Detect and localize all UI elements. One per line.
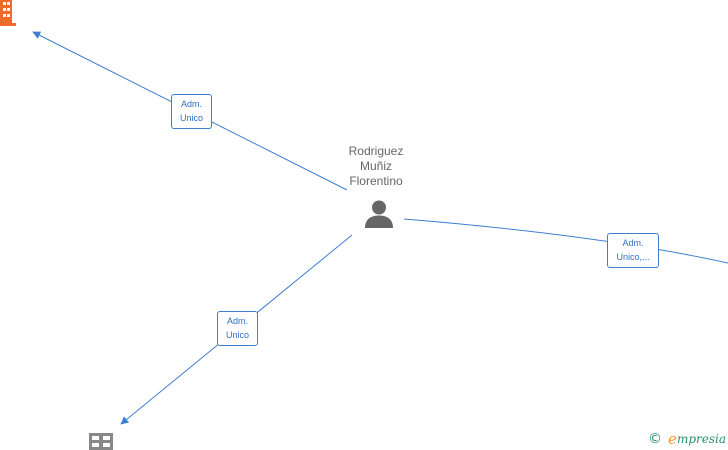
company-icon[interactable] (89, 433, 113, 450)
person-name-line-3: Florentino (349, 174, 403, 188)
copyright-symbol: © (648, 431, 663, 447)
company-icon-active[interactable] (0, 0, 16, 28)
edge-label-e-line-1: Adm. (622, 238, 644, 248)
person-icon[interactable] (363, 199, 395, 229)
edge-label-nw-line-1: Adm. (180, 99, 202, 109)
person-name[interactable]: Rodriguez Muñiz Florentino (326, 144, 426, 189)
edge-label-e[interactable]: Adm. Unico,... (607, 233, 659, 268)
person-name-line-1: Rodriguez (348, 144, 404, 158)
person-name-line-2: Muñiz (359, 159, 392, 173)
edge-label-sw-line-2: Unico (225, 330, 249, 340)
edge-label-sw[interactable]: Adm. Unico (217, 311, 258, 346)
edge-label-sw-line-1: Adm. (226, 316, 248, 326)
edge-label-nw-line-2: Unico (179, 113, 203, 123)
edge-label-nw[interactable]: Adm. Unico (171, 94, 212, 129)
edge-label-e-line-2: Unico,... (616, 252, 650, 262)
brand-logo-initial: e (668, 430, 677, 448)
brand-logo-text: mpresia (676, 432, 726, 446)
edge-line-e[interactable] (403, 218, 728, 264)
brand-watermark: © e mpresia (648, 430, 726, 448)
